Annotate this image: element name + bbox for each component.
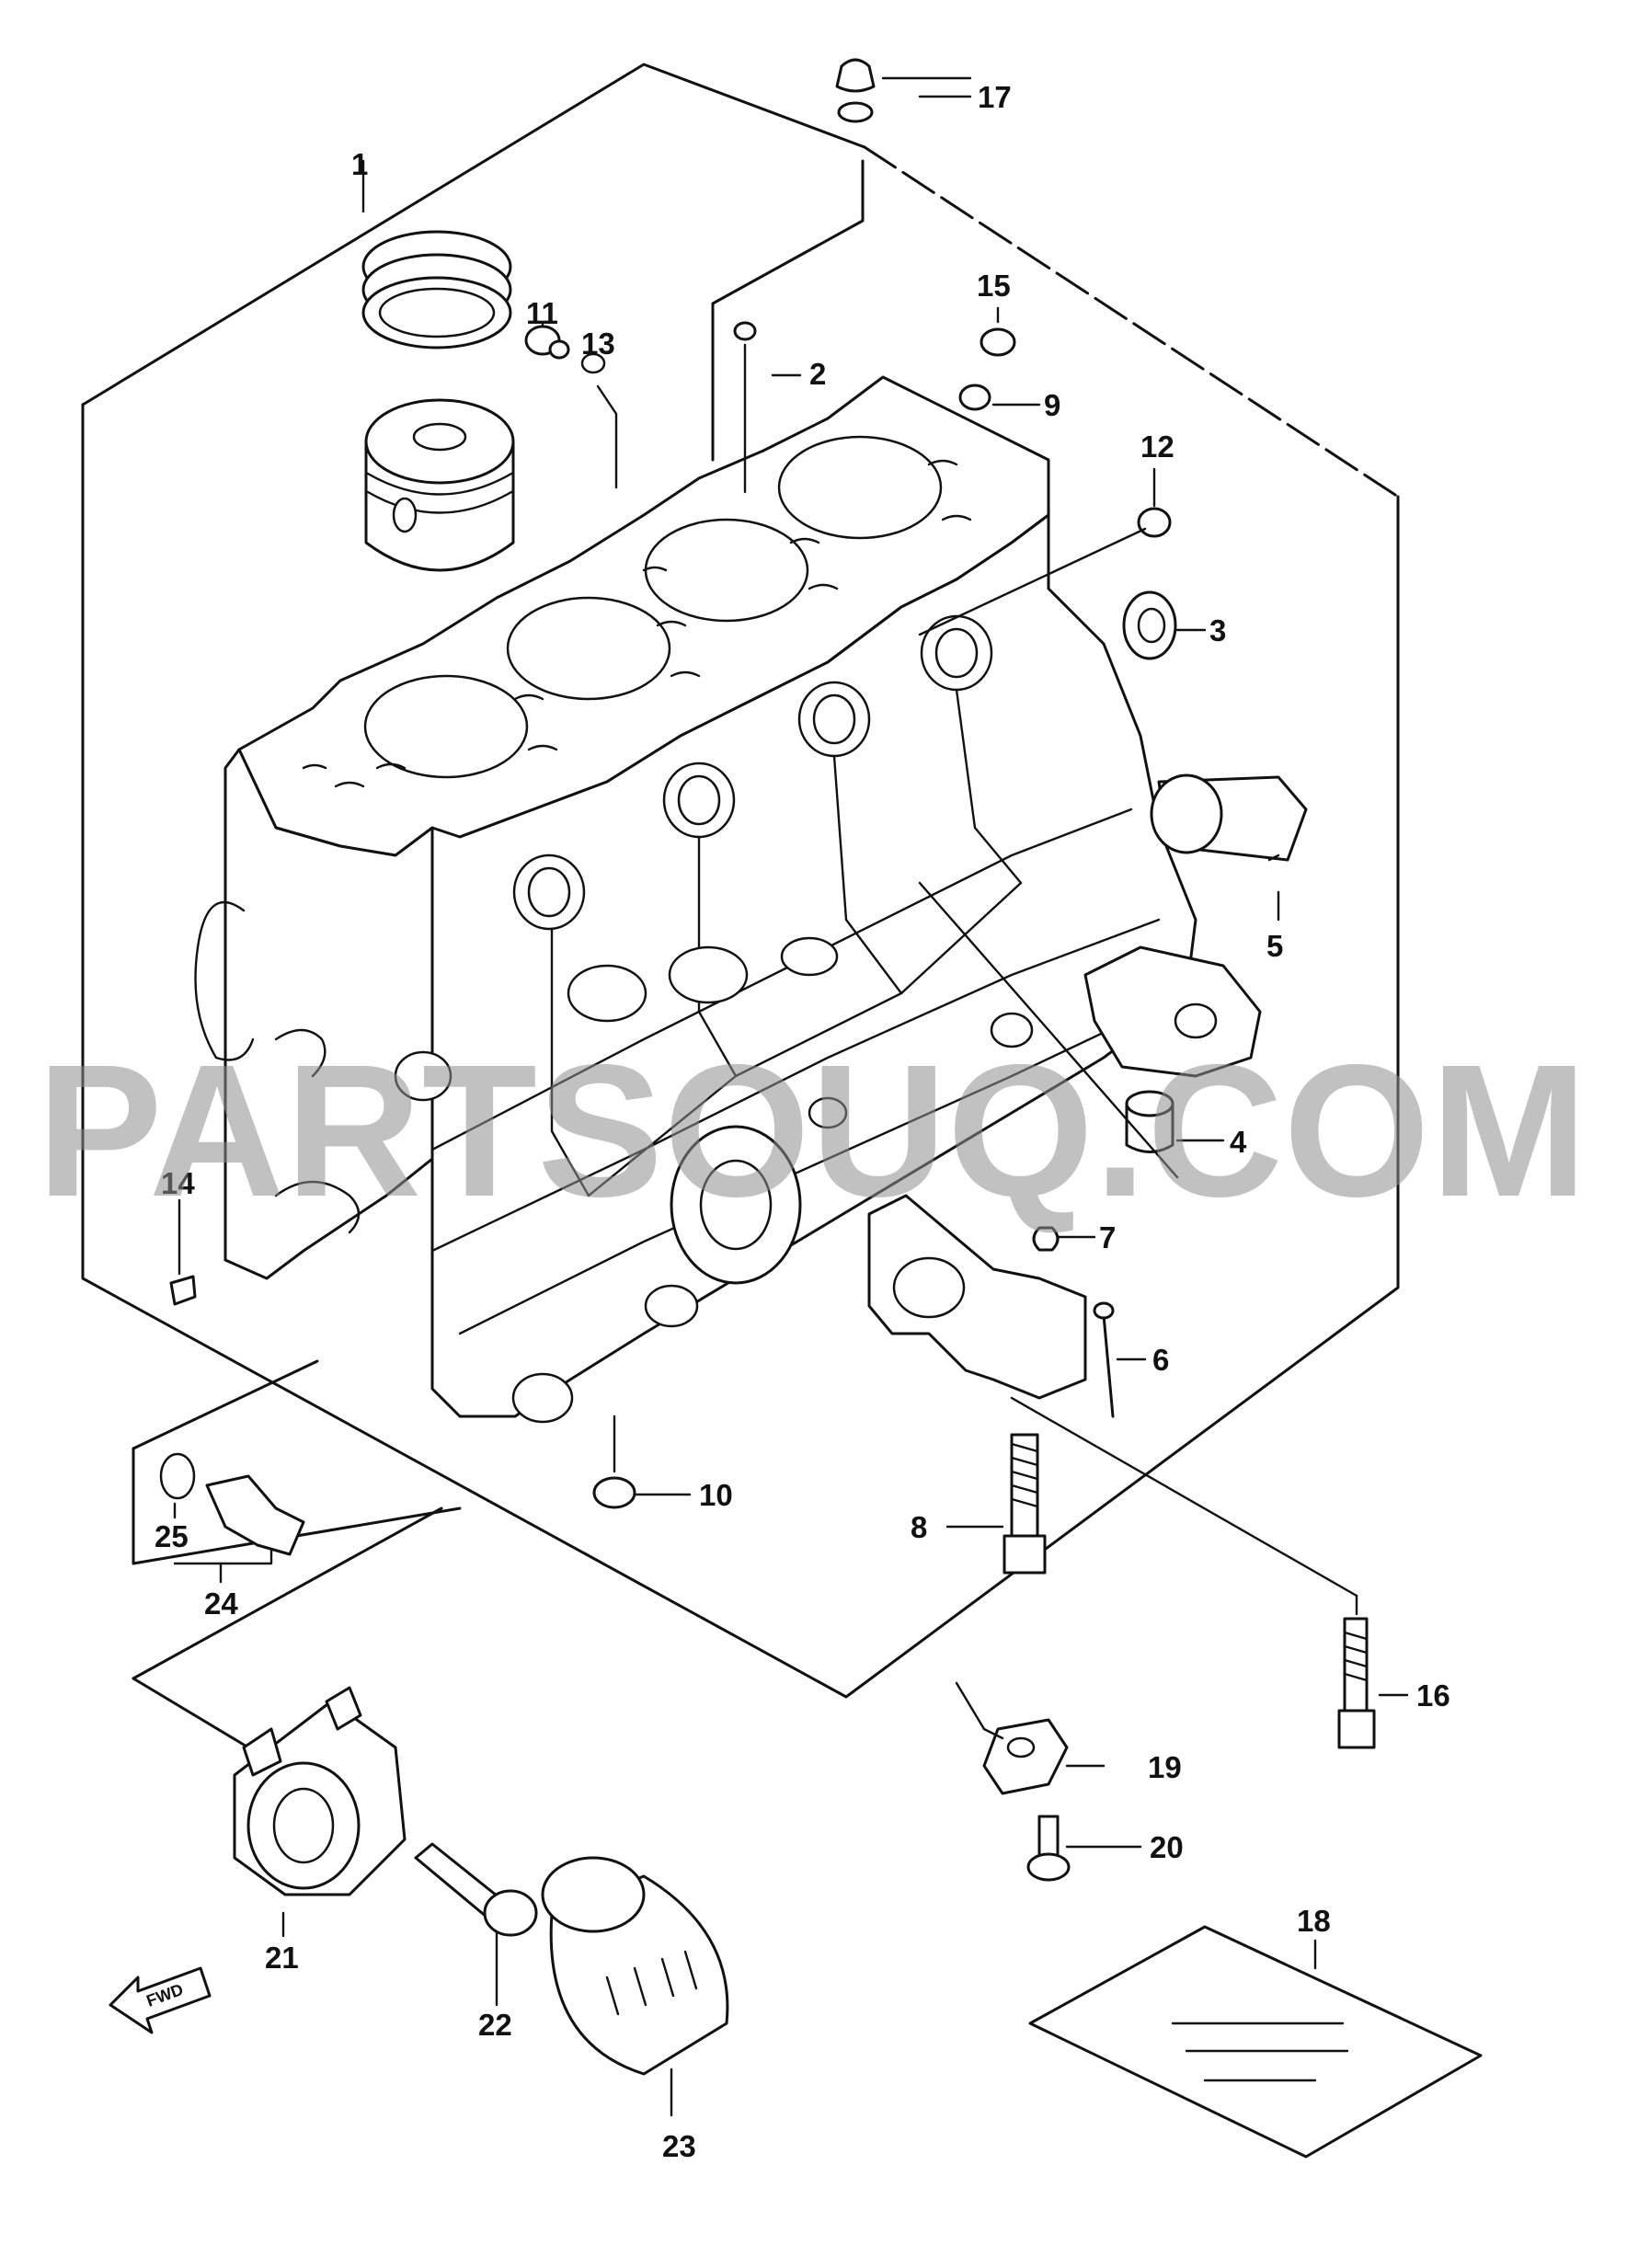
cylinder-block: [194, 375, 1262, 1424]
gasket-sheet: [1028, 1925, 1483, 2159]
oil-cooler-adapter: [233, 1686, 407, 1896]
callout-labels: 1 2 3 4 5 6 7 8 9 10 11 12 13 14 15 16 1…: [155, 80, 1450, 2163]
callout-6: 6: [1152, 1343, 1169, 1377]
watermark: PARTSOUQ.COM: [37, 1025, 1591, 1236]
callout-14: 14: [161, 1166, 195, 1200]
callout-12: 12: [1140, 430, 1174, 464]
callout-5: 5: [1266, 929, 1283, 963]
piston-assembly: [361, 230, 515, 572]
oil-filter: [541, 1856, 729, 2076]
callout-7: 7: [1099, 1220, 1116, 1254]
callout-8: 8: [911, 1510, 927, 1544]
union-bolt: [414, 1842, 538, 1937]
callout-13: 13: [581, 326, 615, 361]
callout-18: 18: [1297, 1904, 1331, 1938]
callout-17: 17: [978, 80, 1012, 114]
callout-4: 4: [1230, 1125, 1247, 1159]
block-group-frame: [81, 63, 1400, 1699]
callout-22: 22: [478, 2008, 512, 2042]
bearing-cap: [867, 1194, 1087, 1400]
callout-2: 2: [809, 357, 826, 391]
sensor-group-frame: [132, 1359, 462, 1749]
leader-lines: [173, 76, 1409, 2117]
callout-10: 10: [699, 1478, 733, 1512]
callout-20: 20: [1150, 1830, 1184, 1864]
callout-21: 21: [265, 1941, 299, 1975]
callout-9: 9: [1044, 388, 1060, 422]
callout-24: 24: [204, 1586, 238, 1621]
callout-11: 11: [526, 296, 558, 330]
small-parts: [159, 58, 1376, 1882]
callout-19: 19: [1148, 1750, 1182, 1784]
callout-1: 1: [351, 147, 368, 181]
fwd-arrow-icon: FWD: [109, 1966, 212, 2034]
callout-16: 16: [1416, 1678, 1450, 1712]
callout-15: 15: [977, 269, 1011, 303]
callout-25: 25: [155, 1519, 189, 1553]
callout-3: 3: [1209, 613, 1226, 647]
callout-23: 23: [662, 2129, 696, 2163]
